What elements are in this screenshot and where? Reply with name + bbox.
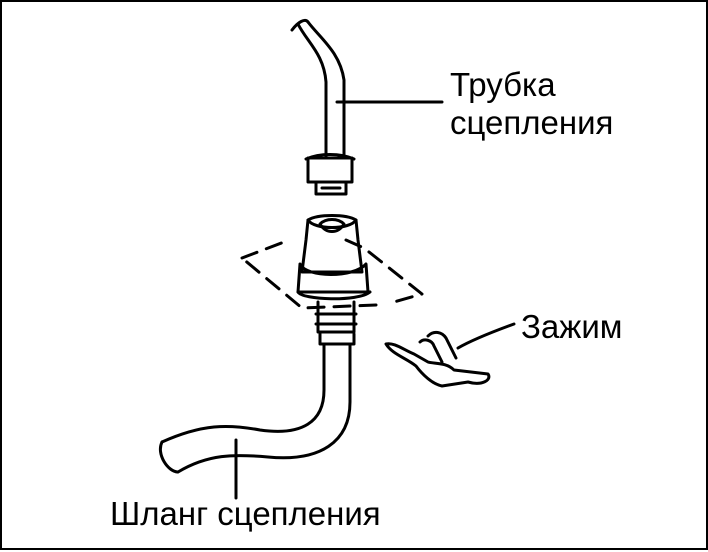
pipe-fitting (304, 153, 356, 196)
clutch-pipe-label-line1: Трубка (450, 66, 556, 103)
clutch-pipe (290, 18, 346, 159)
clutch-hose (159, 342, 352, 474)
clutch-hose-label: Шланг сцепления (110, 495, 381, 532)
clamp-label: Зажим (521, 308, 623, 345)
hose-clamp (384, 330, 491, 388)
leader-clamp (456, 322, 516, 350)
clutch-pipe-label-line2: сцепления (450, 104, 614, 141)
clutch-pipe-label: Трубка сцепления (450, 66, 613, 142)
mounting-bracket (240, 238, 424, 310)
hose-end-fitting (296, 214, 372, 346)
